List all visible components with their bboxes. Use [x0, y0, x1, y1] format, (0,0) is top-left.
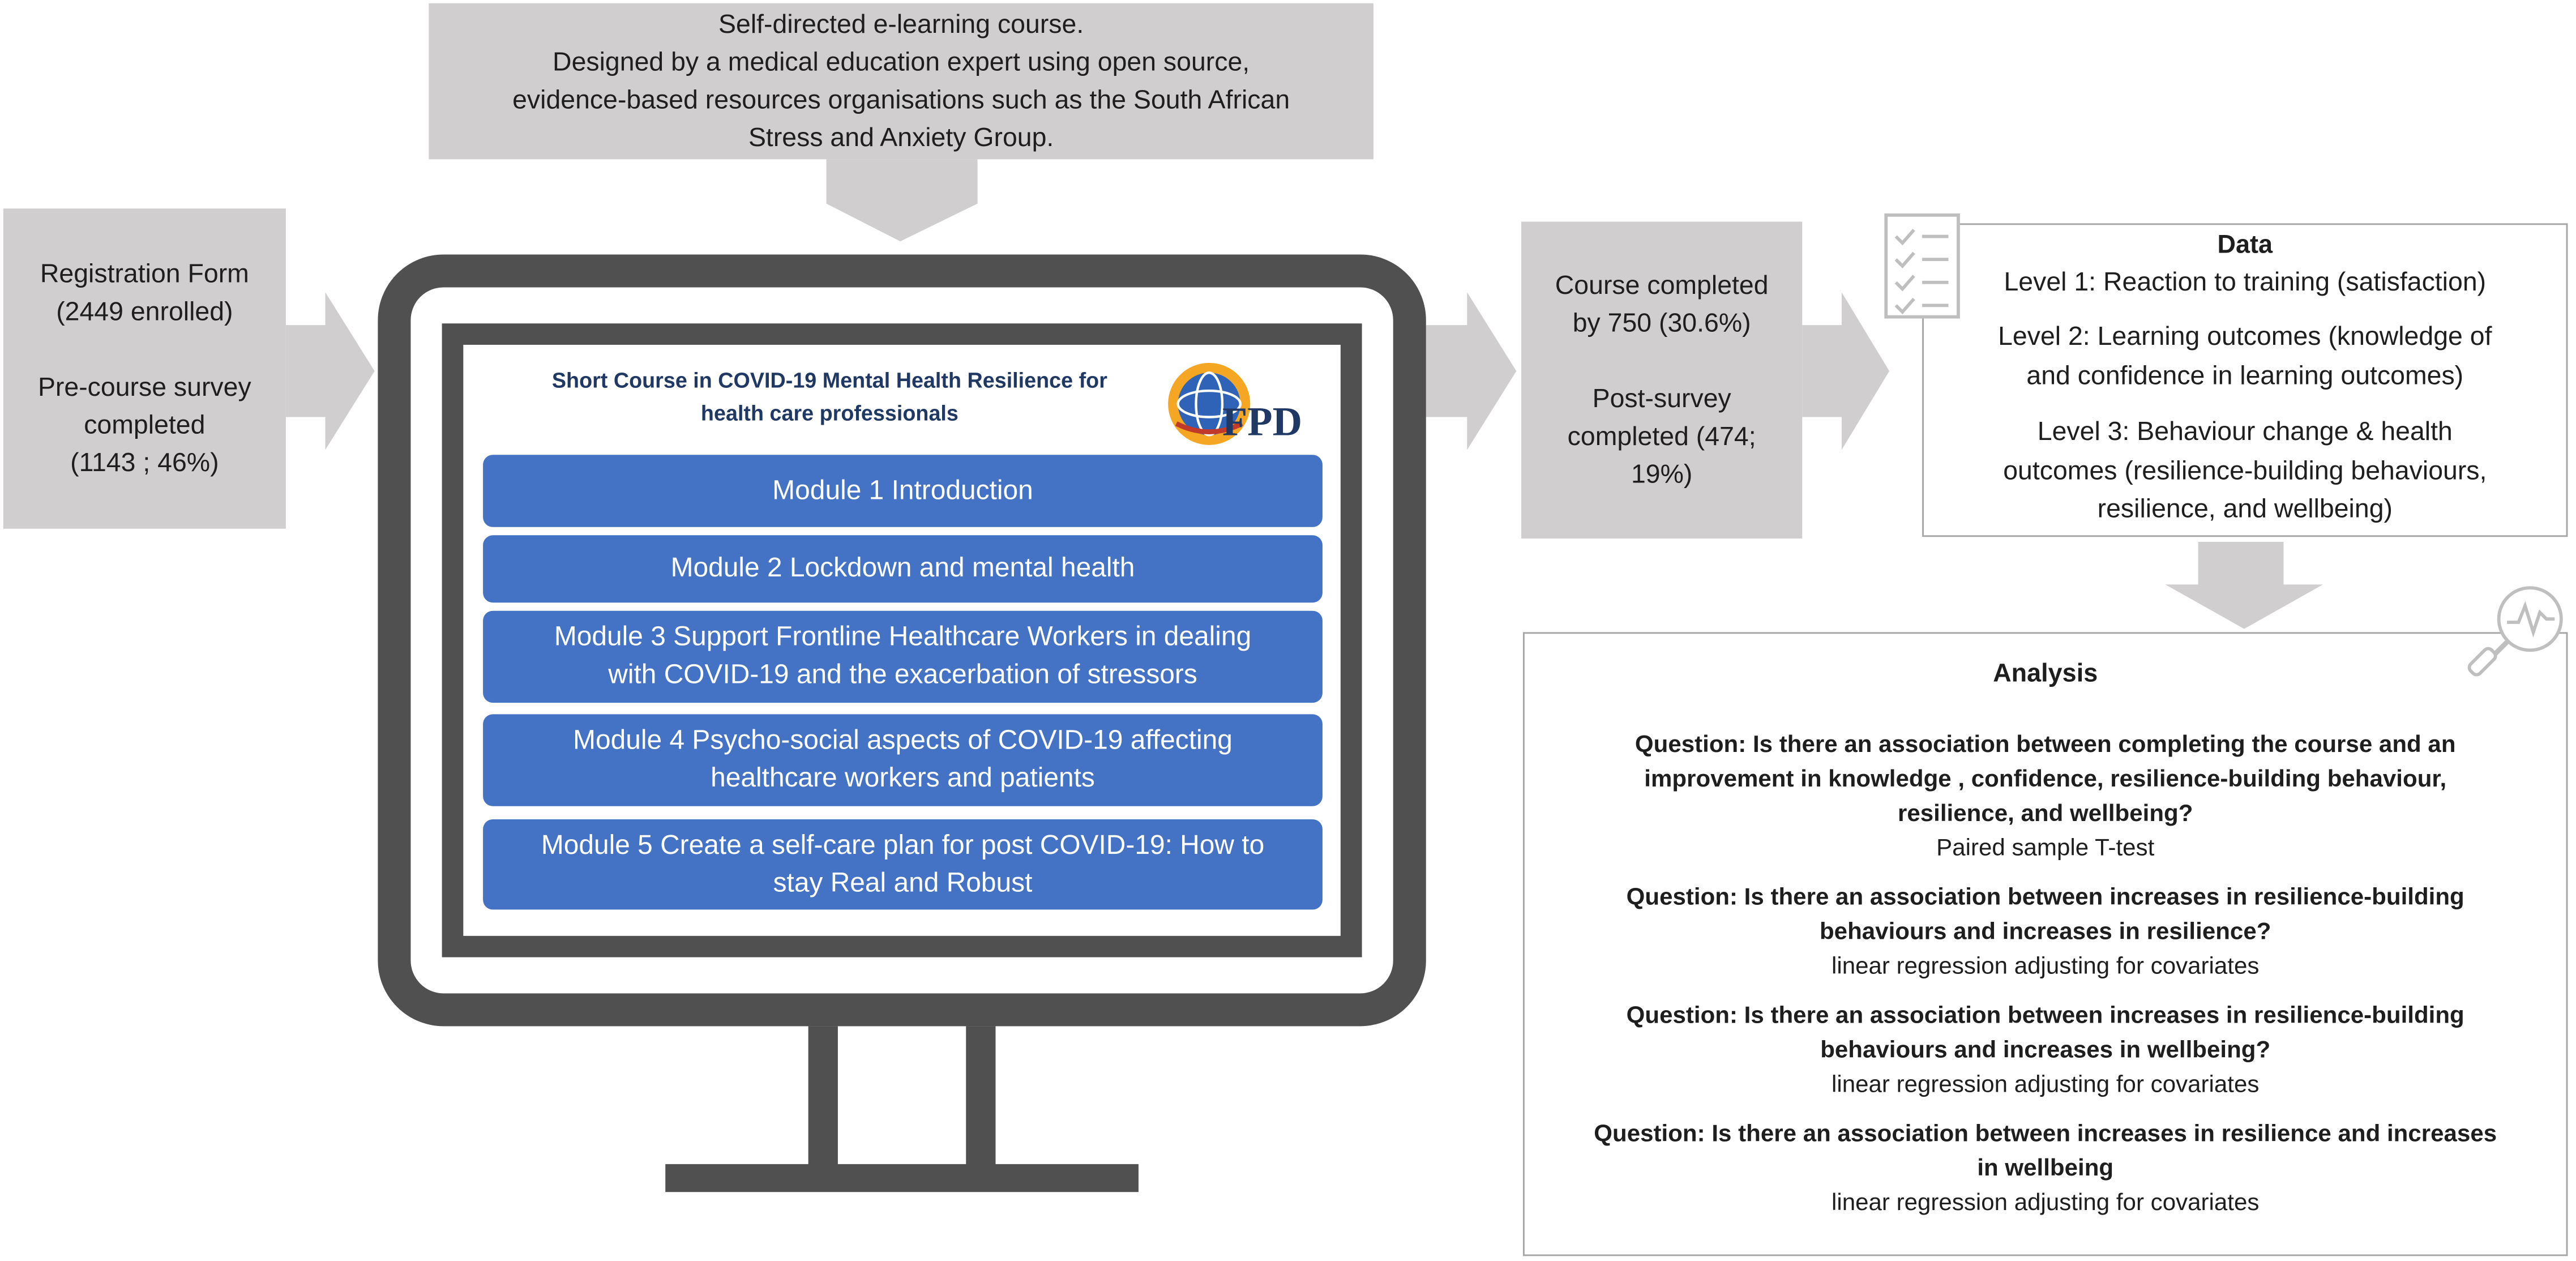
data-level-3-line: resilience, and wellbeing) [2097, 495, 2393, 524]
completion-line: completed (474; [1567, 422, 1756, 451]
checklist-icon [1884, 213, 1960, 319]
question-method: Paired sample T-test [1936, 835, 2155, 862]
data-level-3-line: outcomes (resilience-building behaviours… [2003, 457, 2487, 485]
module-label: stay Real and Robust [773, 867, 1033, 897]
course-title-line: health care professionals [700, 400, 958, 426]
magnifier-chart-icon [2467, 586, 2563, 677]
registration-box: Registration Form (2449 enrolled) Pre-co… [3, 208, 286, 529]
course-description-line: evidence-based resources organisations s… [512, 86, 1290, 114]
question-method: linear regression adjusting for covariat… [1832, 1072, 2260, 1098]
monitor-stand-left [808, 1026, 838, 1171]
question-line: Question: Is there an association betwee… [1626, 1003, 2464, 1030]
question-line: behaviours and increases in wellbeing? [1820, 1037, 2271, 1065]
analysis-question-1: Question: Is there an association betwee… [1525, 729, 2566, 867]
analysis-question-3: Question: Is there an association betwee… [1525, 1000, 2566, 1104]
question-line: resilience, and wellbeing? [1897, 801, 2193, 828]
module-label: Module 1 Introduction [772, 475, 1033, 505]
module-label: Module 2 Lockdown and mental health [670, 553, 1135, 583]
course-description-line: Self-directed e-learning course. [718, 10, 1084, 39]
data-level-3: Level 3: Behaviour change & health outco… [1924, 414, 2566, 529]
data-level-3-line: Level 3: Behaviour change & health [2037, 418, 2453, 447]
question-method: linear regression adjusting for covariat… [1832, 1190, 2260, 1217]
module-label: Module 4 Psycho-social aspects of COVID-… [573, 725, 1233, 755]
course-description-line: Stress and Anxiety Group. [748, 123, 1054, 152]
module-5[interactable]: Module 5 Create a self-care plan for pos… [483, 819, 1323, 910]
course-title-line: Short Course in COVID-19 Mental Health R… [551, 367, 1107, 393]
monitor-base [665, 1164, 1139, 1192]
completion-box: Course completed by 750 (30.6%) Post-sur… [1521, 221, 1803, 539]
module-3[interactable]: Module 3 Support Frontline Healthcare Wo… [483, 610, 1323, 703]
data-title: Data [2217, 231, 2273, 260]
fpd-logo: FPD [1163, 358, 1327, 450]
globe-icon [1168, 362, 1251, 445]
course-description-box: Self-directed e-learning course. Designe… [429, 3, 1373, 160]
question-line: Question: Is there an association betwee… [1594, 1121, 2497, 1148]
completion-line: Post-survey [1592, 384, 1731, 413]
registration-line: Pre-course survey [37, 373, 251, 401]
data-level-1: Level 1: Reaction to training (satisfact… [2004, 269, 2487, 297]
data-level-2-line: and confidence in learning outcomes) [2026, 362, 2464, 391]
module-label: Module 3 Support Frontline Healthcare Wo… [554, 622, 1252, 652]
completion-line: Course completed [1555, 271, 1769, 300]
completion-line: 19%) [1631, 460, 1693, 489]
question-line: Question: Is there an association betwee… [1626, 884, 2464, 912]
right-arrow-completion [1802, 292, 1890, 450]
monitor-stand-right [966, 1026, 996, 1171]
analysis-question-2: Question: Is there an association betwee… [1525, 882, 2566, 985]
module-1[interactable]: Module 1 Introduction [483, 455, 1323, 527]
module-4[interactable]: Module 4 Psycho-social aspects of COVID-… [483, 714, 1323, 806]
question-method: linear regression adjusting for covariat… [1832, 954, 2260, 981]
module-label: with COVID-19 and the exacerbation of st… [608, 660, 1197, 690]
analysis-box: Analysis Question: Is there an associati… [1522, 632, 2568, 1256]
data-level-2: Level 2: Learning outcomes (knowledge of… [1924, 319, 2566, 397]
right-arrow-monitor [1426, 292, 1517, 450]
right-arrow-registration [285, 292, 375, 450]
registration-line: completed [84, 411, 206, 439]
data-level-2-line: Level 2: Learning outcomes (knowledge of [1998, 323, 2492, 352]
down-arrow-top [826, 159, 978, 242]
analysis-question-4: Question: Is there an association betwee… [1525, 1118, 2566, 1222]
data-box: Data Level 1: Reaction to training (sati… [1922, 223, 2568, 537]
analysis-title: Analysis [1993, 660, 2098, 688]
course-title: Short Course in COVID-19 Mental Health R… [493, 361, 1167, 434]
module-2[interactable]: Module 2 Lockdown and mental health [483, 535, 1323, 603]
registration-line: (2449 enrolled) [56, 298, 233, 326]
course-description-line: Designed by a medical education expert u… [553, 48, 1250, 76]
registration-line: (1143 ; 46%) [70, 449, 219, 477]
question-line: improvement in knowledge , confidence, r… [1644, 767, 2447, 793]
module-label: healthcare workers and patients [711, 763, 1095, 793]
logo-text: FPD [1222, 400, 1302, 445]
module-label: Module 5 Create a self-care plan for pos… [541, 830, 1265, 860]
question-line: Question: Is there an association betwee… [1634, 732, 2456, 759]
question-line: in wellbeing [1977, 1156, 2114, 1182]
down-arrow-data [2165, 541, 2323, 629]
completion-line: by 750 (30.6%) [1572, 309, 1751, 337]
question-line: behaviours and increases in resilience? [1819, 919, 2271, 946]
registration-line: Registration Form [40, 260, 249, 288]
